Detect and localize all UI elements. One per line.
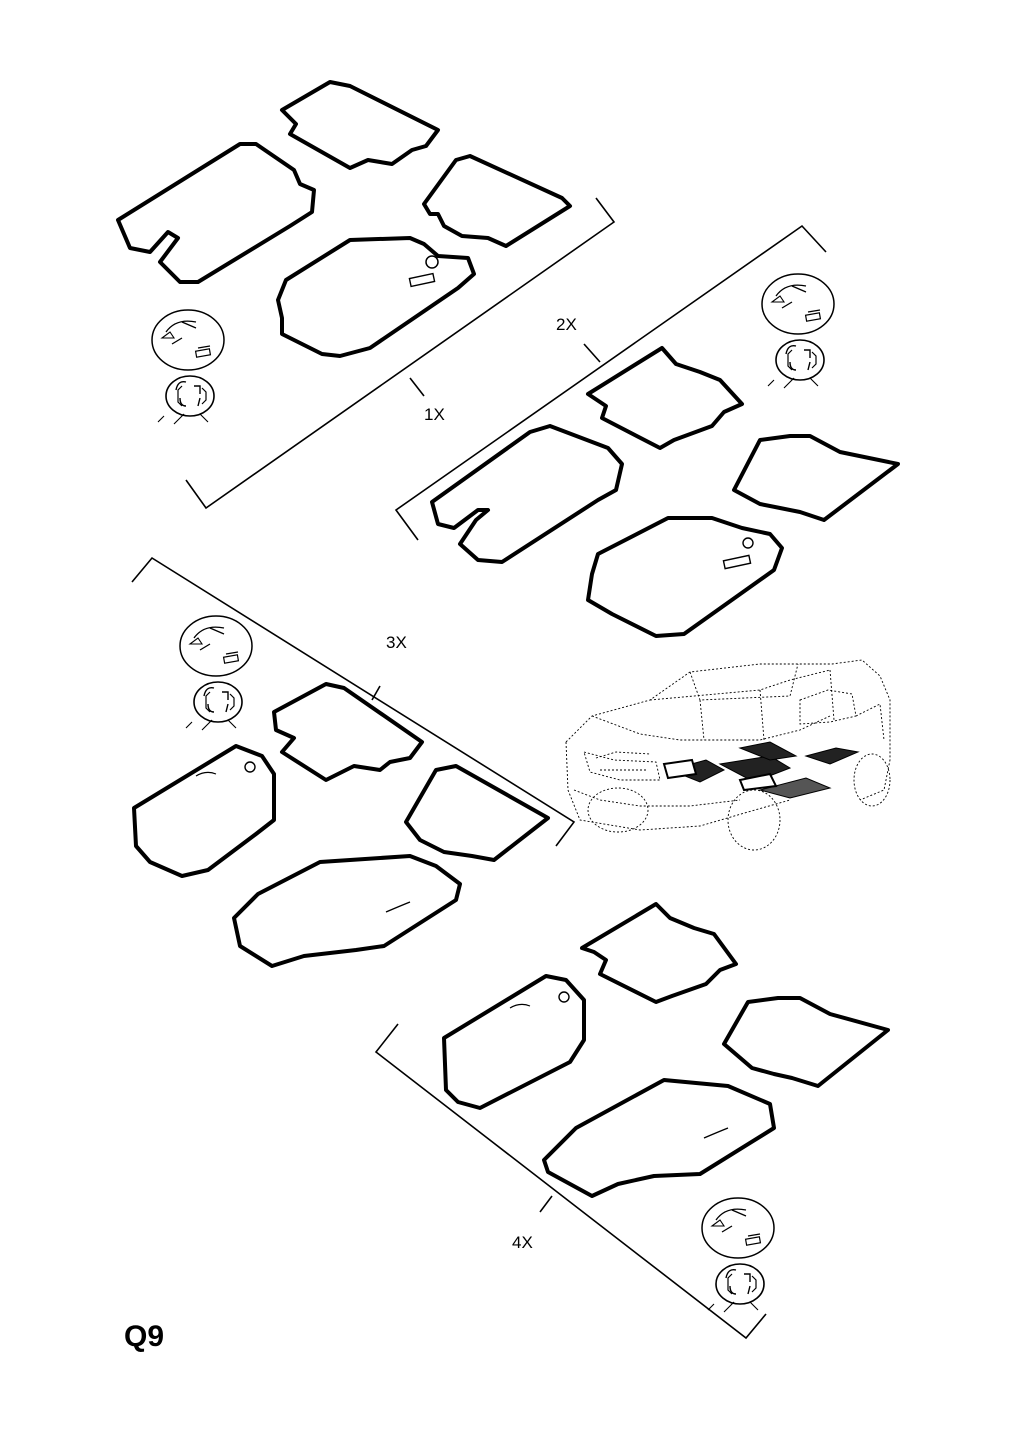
mat-front-driver (132, 744, 276, 878)
mat-front-driver (442, 974, 586, 1110)
clip-fastener-set-1 (151, 309, 225, 425)
callout-set-4: 4X (512, 1233, 533, 1252)
mat-rear-small (580, 902, 738, 1004)
mat-front-passenger (542, 1078, 776, 1198)
mat-rear-small (586, 346, 744, 450)
mat-front-passenger (586, 516, 784, 638)
mat-rear-side (732, 434, 900, 522)
mat-set-4 (442, 902, 890, 1198)
bracket-set-1 (185, 197, 616, 510)
vehicle-illustration (565, 659, 891, 851)
mat-set-1 (116, 80, 572, 358)
bracket-set-3 (131, 556, 576, 847)
callout-set-2: 2X (556, 315, 577, 334)
clip-fastener-set-2 (761, 273, 835, 389)
vehicle-floor-mats (668, 741, 860, 799)
mat-front-passenger (276, 236, 476, 358)
clip-fastener-set-3 (179, 615, 253, 731)
mat-set-3 (132, 682, 550, 968)
vehicle-headlight (662, 758, 698, 780)
mat-rear-side (422, 154, 572, 248)
callout-set-1: 1X (424, 405, 445, 424)
callout-set-3: 3X (386, 633, 407, 652)
mat-rear-small (280, 80, 440, 170)
vehicle-foglight (738, 772, 778, 792)
clip-fastener-set-4 (701, 1197, 775, 1313)
bracket-set-4 (374, 1023, 767, 1340)
bracket-set-2 (394, 224, 827, 541)
mat-set-2 (430, 346, 900, 638)
mat-front-driver (430, 424, 624, 564)
mat-rear-side (404, 764, 550, 862)
mat-rear-small (272, 682, 424, 782)
page-code: Q9 (124, 1320, 165, 1353)
mat-front-passenger (232, 854, 462, 968)
mat-front-driver (116, 142, 316, 284)
mat-rear-side (722, 996, 890, 1088)
